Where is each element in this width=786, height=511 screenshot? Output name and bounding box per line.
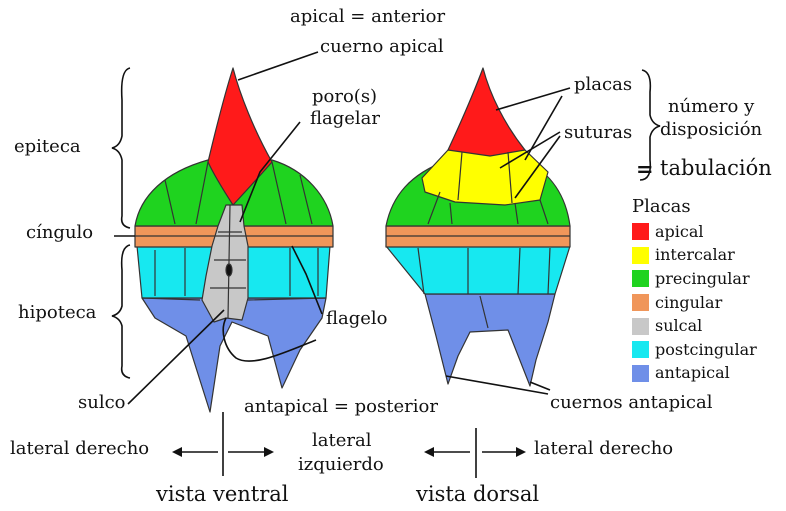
- dorsal-postcingular-plates: [386, 246, 570, 294]
- label-sulco: sulco: [78, 394, 126, 412]
- legend-swatch: [632, 247, 649, 264]
- legend-label: intercalar: [655, 247, 735, 263]
- dorsal-antapical-plates: [425, 294, 555, 386]
- label-cuerno-apical: cuerno apical: [320, 38, 444, 56]
- label-numero-line1: número y: [668, 98, 754, 116]
- legend-item-antapical: antapical: [632, 362, 757, 386]
- legend-title: Placas: [632, 198, 757, 216]
- label-vista-ventral: vista ventral: [156, 484, 289, 505]
- legend-swatch: [632, 223, 649, 240]
- legend-swatch: [632, 365, 649, 382]
- legend-item-precingular: precingular: [632, 267, 757, 291]
- cuerno-apical-pointer: [238, 52, 318, 80]
- legend-label: cingular: [655, 295, 722, 311]
- label-lateral-derecho-left: lateral derecho: [10, 440, 149, 458]
- plate-legend: Placas apical intercalar precingular cin…: [632, 198, 757, 385]
- label-vista-dorsal: vista dorsal: [416, 484, 539, 505]
- label-apical-anterior: apical = anterior: [290, 8, 445, 26]
- label-flagelo: flagelo: [326, 310, 388, 328]
- cuernos-pointer-2: [530, 382, 550, 390]
- legend-label: antapical: [655, 365, 730, 381]
- label-antapical-posterior: antapical = posterior: [244, 398, 438, 416]
- label-poro-line2: flagelar: [310, 110, 380, 128]
- hipoteca-brace: [112, 245, 130, 378]
- dorsal-apical-plates: [448, 68, 525, 156]
- cuernos-pointer-1: [446, 376, 548, 394]
- legend-label: postcingular: [655, 342, 757, 358]
- flagellar-pore: [226, 264, 232, 276]
- label-numero-line2: disposición: [660, 121, 762, 139]
- label-epiteca: epiteca: [14, 138, 81, 156]
- legend-item-sulcal: sulcal: [632, 314, 757, 338]
- label-suturas: suturas: [564, 124, 632, 142]
- placas-pointer-1: [496, 88, 570, 110]
- label-tabulacion: tabulación: [660, 158, 772, 179]
- label-equals: =: [636, 158, 654, 179]
- label-placas: placas: [574, 76, 632, 94]
- legend-label: sulcal: [655, 318, 702, 334]
- epiteca-brace: [112, 68, 130, 228]
- legend-item-cingular: cingular: [632, 291, 757, 315]
- legend-rows: apical intercalar precingular cingular s…: [632, 220, 757, 385]
- legend-swatch: [632, 270, 649, 287]
- label-cingulo: cíngulo: [26, 224, 93, 242]
- legend-swatch: [632, 341, 649, 358]
- label-hipoteca: hipoteca: [18, 304, 96, 322]
- legend-swatch: [632, 294, 649, 311]
- dorsal-cell: [386, 68, 570, 386]
- label-lateral-izquierdo-2: izquierdo: [298, 456, 384, 474]
- label-cuernos-antapical: cuernos antapical: [550, 394, 712, 412]
- ventral-cell: [135, 68, 333, 412]
- label-lateral-izquierdo-1: lateral: [312, 432, 371, 450]
- legend-label: apical: [655, 224, 704, 240]
- legend-item-apical: apical: [632, 220, 757, 244]
- legend-swatch: [632, 318, 649, 335]
- legend-label: precingular: [655, 271, 750, 287]
- label-lateral-derecho-right: lateral derecho: [534, 440, 673, 458]
- legend-item-postcingular: postcingular: [632, 338, 757, 362]
- legend-item-intercalar: intercalar: [632, 244, 757, 268]
- label-poro-line1: poro(s): [312, 88, 377, 106]
